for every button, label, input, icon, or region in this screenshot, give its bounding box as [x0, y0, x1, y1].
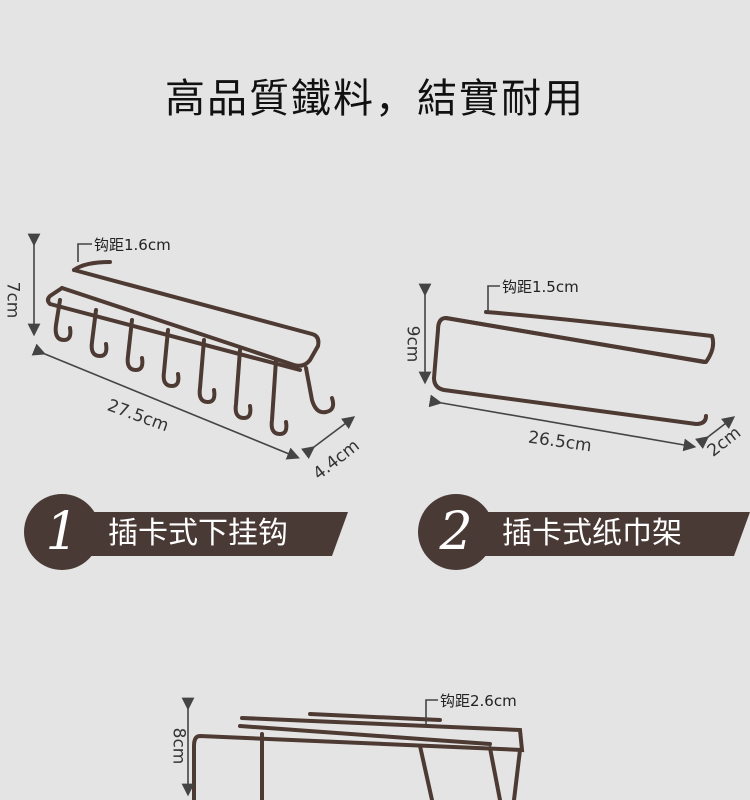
- hook-rack-image: [46, 260, 336, 437]
- page-headline: 高品質鐵料，結實耐用: [165, 76, 585, 122]
- hook-spacing-label-1: 钩距1.6cm: [94, 236, 171, 254]
- towel-rack-image: [432, 310, 716, 426]
- double-rack-image: [192, 712, 525, 800]
- product-1-name: 插卡式下挂钩: [64, 512, 348, 556]
- product-1-number: 1: [24, 494, 100, 570]
- hook-spacing-label-3: 钩距2.6cm: [440, 692, 517, 710]
- product-2-name: 插卡式纸巾架: [458, 512, 750, 556]
- height-label-2: 9cm: [402, 325, 423, 363]
- height-label-3: 8cm: [168, 727, 189, 765]
- product-2-number: 2: [418, 494, 494, 570]
- hook-spacing-label-2: 钩距1.5cm: [502, 278, 579, 296]
- height-label-1: 7cm: [2, 281, 23, 319]
